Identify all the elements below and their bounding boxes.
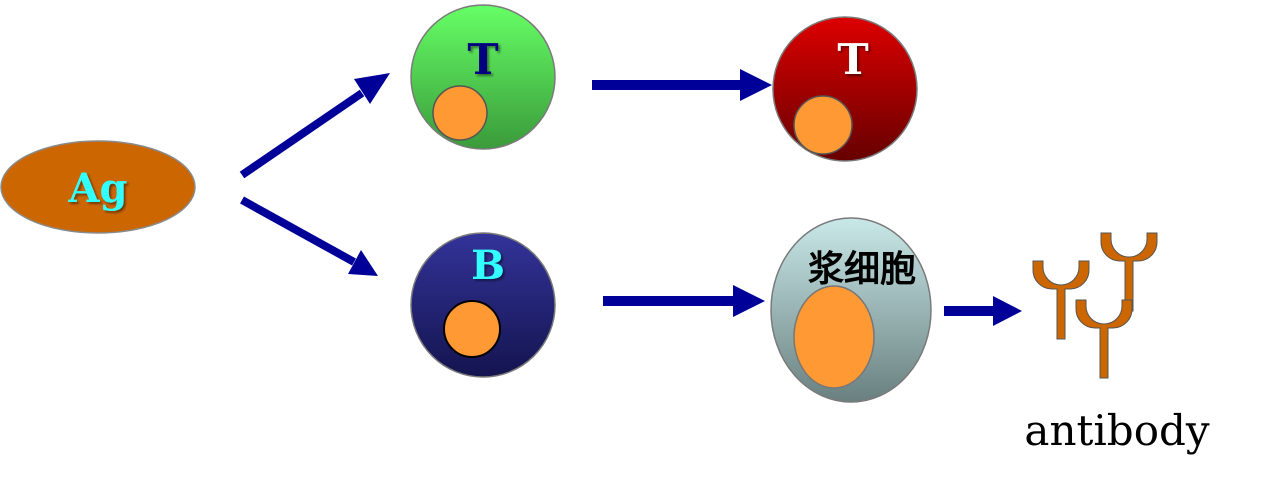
arrow-plasma-to-antibody	[944, 296, 1022, 326]
antigen-label: Ag	[67, 165, 127, 212]
b-cell-node: B	[410, 232, 556, 378]
antigen-node: Ag	[0, 140, 196, 234]
b-cell-label: B	[471, 242, 505, 289]
effector-t-cell-node: T	[772, 16, 918, 162]
antigen-shape	[0, 140, 196, 234]
arrows	[239, 69, 1022, 326]
arrow-ag-to-t	[239, 73, 390, 179]
antibody-label: antibody	[1024, 406, 1209, 455]
arrow-t-to-effector-t	[592, 69, 772, 101]
arrow-ag-to-b	[240, 196, 378, 276]
t-cell-nucleus	[432, 85, 488, 141]
effector-t-cell-label: T	[837, 35, 868, 84]
plasma-cell-label: 浆细胞	[808, 249, 916, 290]
antibody-icon	[1075, 299, 1133, 379]
arrow-b-to-plasma	[603, 285, 765, 317]
t-cell-label: T	[467, 35, 498, 84]
plasma-cell-node: 浆细胞	[770, 217, 932, 403]
antibody-icon	[1100, 232, 1158, 312]
effector-t-cell-nucleus	[793, 95, 853, 155]
plasma-cell-nucleus	[793, 285, 875, 389]
b-cell-nucleus	[443, 300, 501, 358]
t-cell-node: T	[410, 4, 556, 150]
antibody-cluster	[1032, 232, 1158, 379]
